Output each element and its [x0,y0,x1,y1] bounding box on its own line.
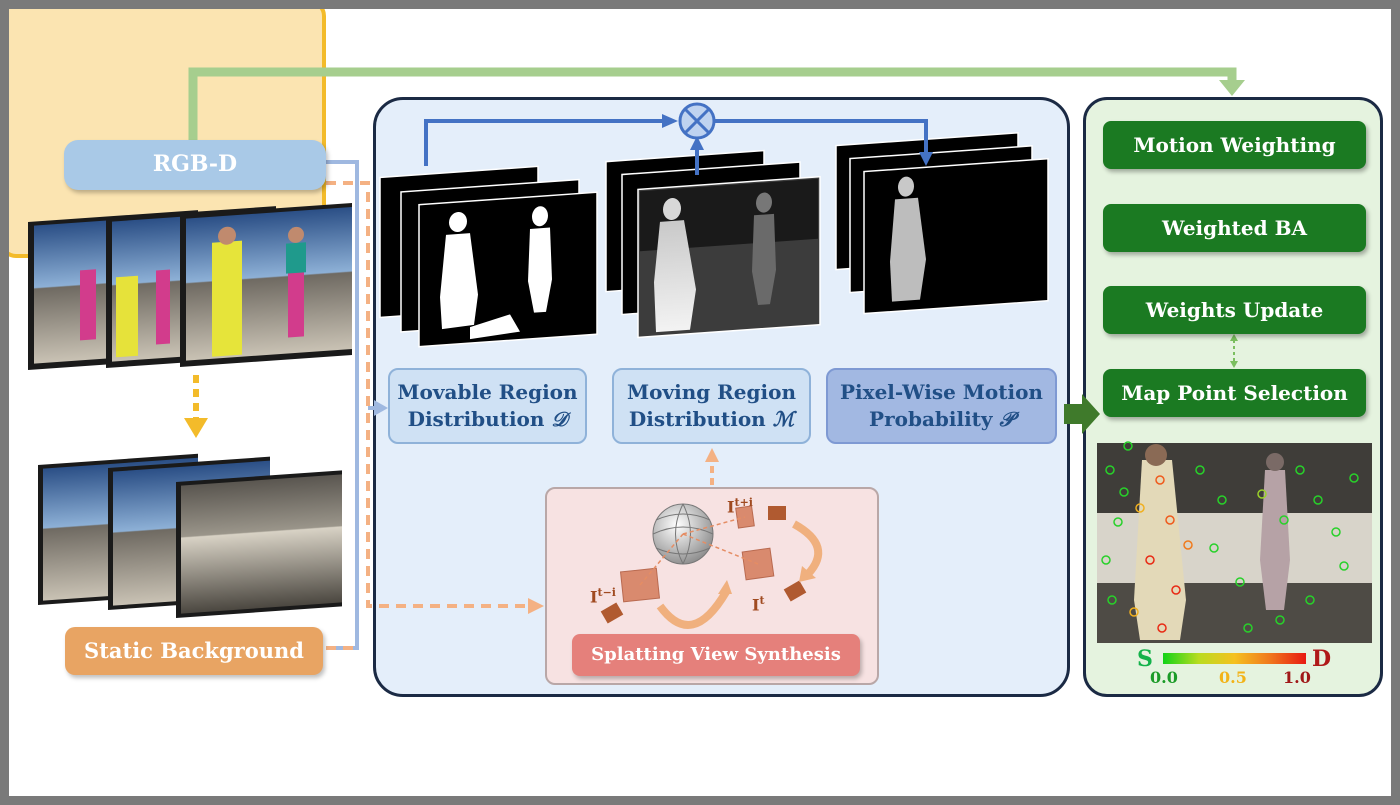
pixel-probability-symbol: 𝒫 [999,407,1014,431]
scale-tick-high: 1.0 [1283,668,1311,687]
static-background-box: Static Background [65,627,323,675]
center-to-right-arrow [1064,394,1100,434]
movable-mask-stack [379,165,598,348]
map-point-selection-box: Map Point Selection [1103,369,1366,417]
movable-region-subtitle: Distribution [407,407,545,431]
moving-region-subtitle: Distribution [628,407,766,431]
synthesis-illustration [600,503,823,629]
moving-region-box: Moving Region Distribution ℳ [612,368,811,444]
map-point-selection-label: Map Point Selection [1121,380,1348,405]
movable-region-symbol: 𝒟 [551,407,568,431]
map-point-photo [1097,441,1372,643]
update-selection-link [1230,334,1238,368]
to-synthesis-arrowhead [528,598,544,614]
rgbd-label: RGB-D [152,151,238,178]
motion-weighting-box: Motion Weighting [1103,121,1366,169]
frame-label-current: It [752,594,765,615]
static-background-label: Static Background [84,637,304,663]
rgbd-image-stack [28,202,352,370]
fusion-arrowhead-right [662,114,678,128]
rgbd-connectors [326,160,528,650]
movable-region-title: Movable Region [397,380,578,404]
static-background-stack [38,453,342,618]
weights-update-box: Weights Update [1103,286,1366,334]
motion-weighting-label: Motion Weighting [1133,132,1336,157]
scale-dynamic-letter: D [1312,646,1332,672]
moving-region-title: Moving Region [627,380,796,404]
weights-update-label: Weights Update [1145,297,1324,322]
weighted-ba-label: Weighted BA [1161,215,1307,240]
fusion-arrowhead-down [919,152,933,166]
splatting-view-synthesis-box: Splatting View Synthesis [572,634,860,676]
weighted-ba-box: Weighted BA [1103,204,1366,252]
rgbd-to-static-arrowhead [184,418,208,438]
multiply-operator [678,102,716,140]
splatting-view-synthesis-label: Splatting View Synthesis [591,643,841,665]
pixel-probability-title: Pixel-Wise Motion [840,380,1043,404]
probability-color-scale [1163,653,1306,664]
fusion-arrowhead-up [690,136,704,150]
scale-tick-low: 0.0 [1150,668,1178,687]
pixel-probability-subtitle: Probability [869,407,993,431]
scale-static-letter: S [1137,646,1153,672]
scale-tick-mid: 0.5 [1219,668,1247,687]
movable-region-box: Movable Region Distribution 𝒟 [388,368,587,444]
fusion-arrows [424,119,928,175]
frame-label-next: It+i [727,496,753,517]
to-movable-arrowhead [374,400,388,416]
synthesis-to-moving-arrowhead [705,448,719,462]
frame-label-prev: It−i [590,586,616,607]
moving-region-symbol: ℳ [772,407,795,431]
probability-mask-stack [835,132,1049,315]
moving-mask-stack [605,149,821,339]
rgbd-input-box: RGB-D [64,140,326,190]
feedback-arrow [188,67,1237,140]
feedback-arrowhead [1219,80,1245,96]
pixel-probability-box: Pixel-Wise Motion Probability 𝒫 [826,368,1057,444]
